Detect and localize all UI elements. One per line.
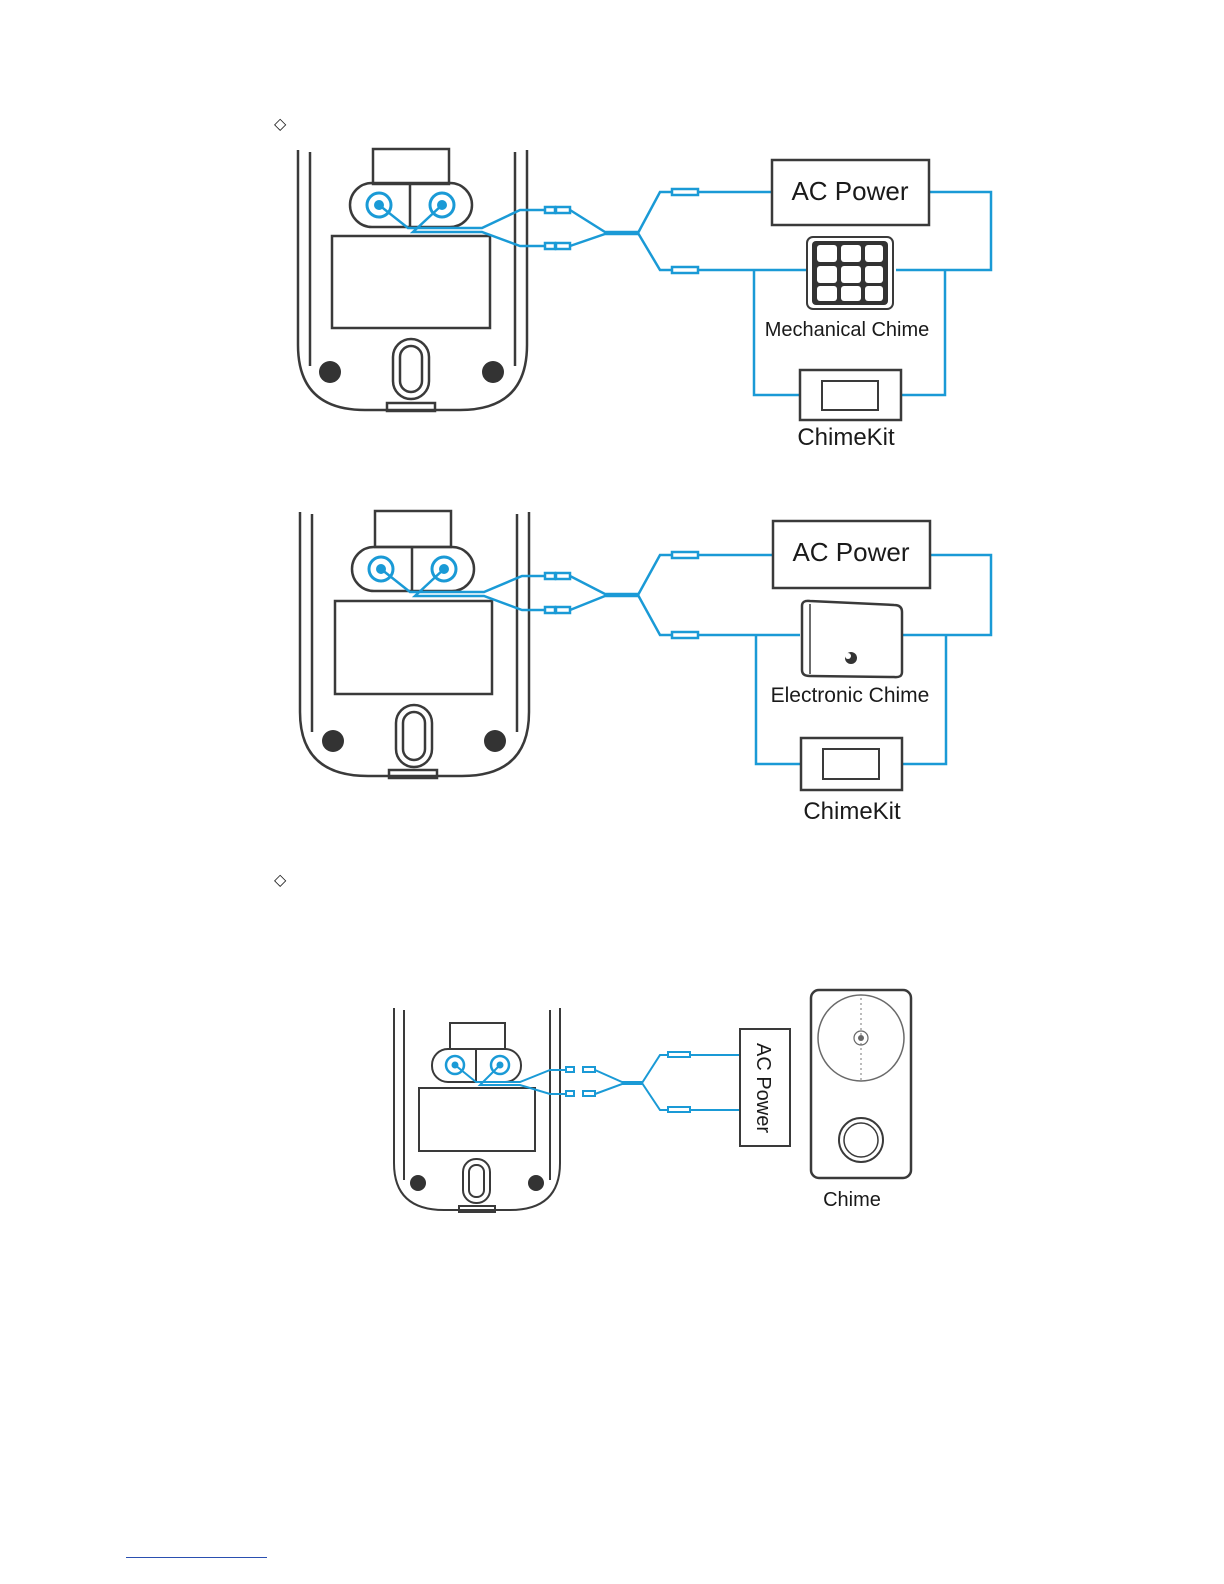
chimekit-label: ChimeKit <box>797 424 895 451</box>
doorbell-back-1 <box>298 149 527 411</box>
electronic-chime-label: Electronic Chime <box>771 684 930 707</box>
diagram-electronic-chime: AC Power Electronic Chime ChimeKit <box>300 511 991 825</box>
chimekit-icon <box>801 738 902 790</box>
diagram-mechanical-chime: AC Power Mechanical Chime ChimeKit <box>298 149 991 451</box>
mechanical-chime-icon <box>807 237 893 309</box>
ac-power-label: AC Power <box>791 176 908 206</box>
diagram-wireless-chime: AC Power Chime <box>394 990 911 1212</box>
doorbell-back-2 <box>300 511 529 778</box>
mechanical-chime-label: Mechanical Chime <box>765 319 930 341</box>
chimekit-icon <box>800 370 901 420</box>
chimekit-label: ChimeKit <box>803 798 901 825</box>
ac-power-label: AC Power <box>792 537 909 567</box>
electronic-chime-icon <box>802 601 902 677</box>
doorbell-back-3 <box>394 1008 560 1212</box>
footnote-separator <box>126 1557 267 1558</box>
ac-power-label: AC Power <box>752 1043 774 1133</box>
chime-label: Chime <box>823 1189 881 1211</box>
wireless-chime-icon <box>811 990 911 1178</box>
